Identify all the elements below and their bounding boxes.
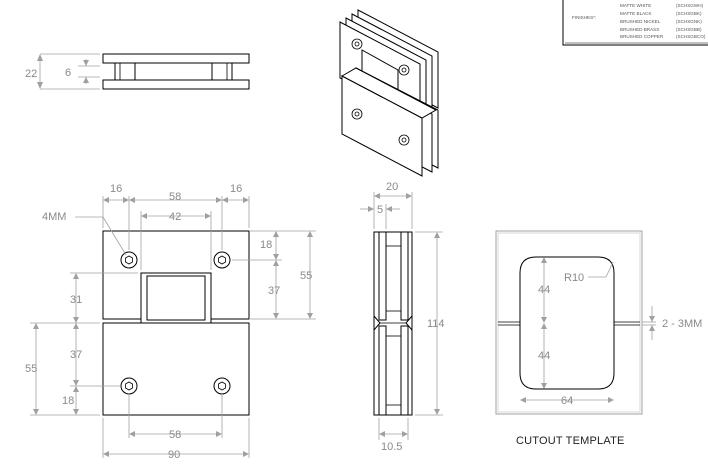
finish-name: MATTE WHITE [620,3,651,8]
finish-name: BRUSHED BRASS [620,27,659,32]
finish-code: (SCHSGNK) [676,19,702,24]
isometric-view [339,9,439,177]
top-view: 22 6 [25,53,250,90]
cutout-radius-label: R10 [564,272,584,284]
dim-hole-top: 18 [260,239,272,251]
finish-name: BRUSHED NICKEL [620,19,661,24]
dim-hole-bottom: 18 [62,395,74,407]
dim-lower-upper: 37 [70,349,82,361]
dim-side-bottom: 10.5 [381,441,402,453]
finish-code: (SCHSGBCO) [676,34,706,39]
screw-label: 4MM [42,211,66,223]
side-view: 20 5 114 10.5 [360,181,445,453]
dim-left: 16 [110,183,122,195]
dim-side-plate: 5 [377,204,383,216]
cutout-dim-width: 64 [561,395,573,407]
dim-knuckle: 31 [70,294,82,306]
dim-side-depth: 20 [386,181,398,193]
cutout-title: CUTOUT TEMPLATE [516,435,625,447]
finish-name: BRUSHED COPPER [620,34,664,39]
dim-upper-lower: 37 [268,285,280,297]
finish-code: (SCHSGBK) [676,11,702,16]
cutout-dim-lower: 44 [538,350,550,362]
dim-top-total: 22 [25,68,37,80]
dim-width: 90 [168,449,180,461]
dim-cutout: 42 [169,211,181,223]
dim-upper-total: 55 [300,270,312,282]
title-block: FINISHES*: MATTE WHITE (SCHSGWH) MATTE B… [562,0,708,46]
cutout-template: R10 44 44 64 2 - 3MM CUTOUT TEMPLATE [495,230,702,447]
dim-top-gap: 6 [65,67,71,79]
finishes-label: FINISHES*: [572,15,596,20]
finish-code: (SCHSGBB) [676,27,702,32]
dim-center: 58 [169,191,181,203]
finish-name: MATTE BLACK [620,11,653,16]
cutout-dim-upper: 44 [538,284,550,296]
finish-code: (SCHSGWH) [676,3,704,8]
dim-right: 16 [230,183,242,195]
dim-lower-total: 55 [25,363,37,375]
dim-bottom-holes: 58 [169,429,181,441]
cutout-dim-gap: 2 - 3MM [662,318,702,330]
dim-side-height: 114 [427,318,445,330]
front-view: 16 58 16 42 4MM 18 37 55 31 37 [25,183,316,461]
